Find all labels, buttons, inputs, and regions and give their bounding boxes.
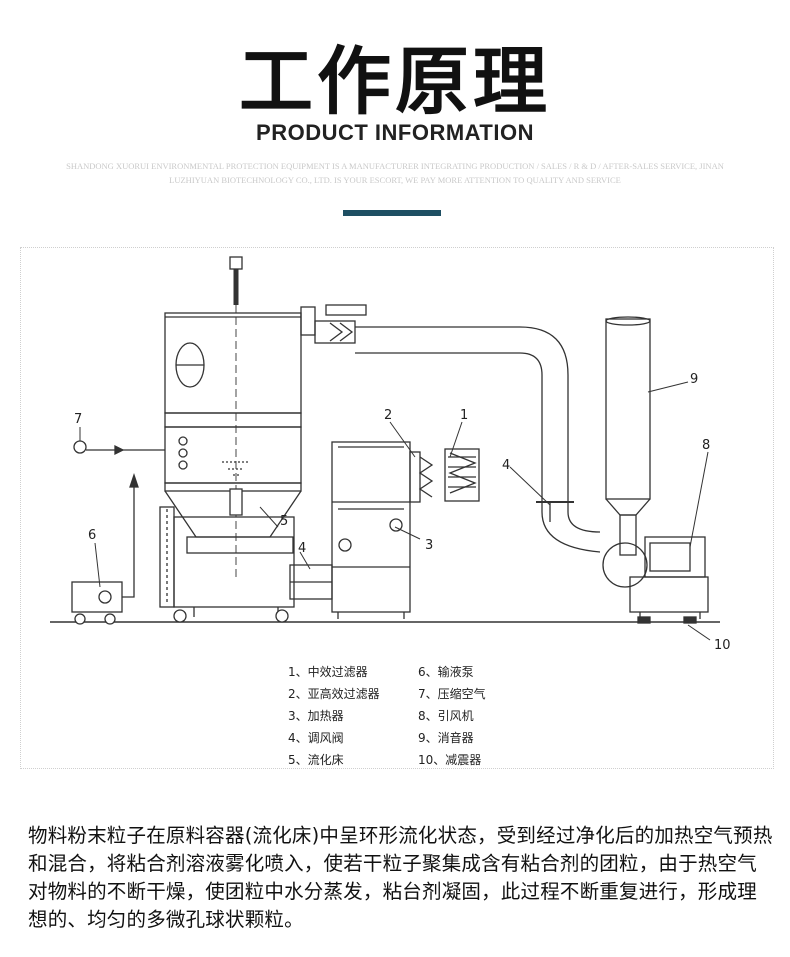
silencer [605,316,651,556]
page-subtitle: PRODUCT INFORMATION [256,120,534,145]
legend-item-10: 10、减震器 [418,753,482,767]
description-paragraph: 物料粉末粒子在原料容器(流化床)中呈环形流化状态，受到经过净化后的加热空气预热和… [28,824,773,931]
legend-item-8: 8、引风机 [418,709,474,723]
granulator-frame [159,506,295,623]
callout-2: 2 [384,408,392,423]
legend-item-9: 9、消音器 [418,731,474,745]
callout-3: 3 [425,538,433,553]
legend-item-2: 2、亚高效过滤器 [288,687,380,701]
accent-bar [343,210,441,216]
callout-7: 7 [74,412,82,427]
company-text-line-1: SHANDONG XUORUI ENVIRONMENTAL PROTECTION… [66,161,724,171]
compressed-air-line [73,440,165,456]
callout-9: 9 [690,372,698,387]
heater-cabinet [331,441,480,619]
legend-item-4: 4、调风阀 [288,731,344,745]
callout-8: 8 [702,438,710,453]
company-text-line-2: LUZHIYUAN BIOTECHNOLOGY CO., LTD. IS YOU… [169,175,621,185]
callout-4-duct: 4 [502,458,510,473]
callout-10: 10 [714,638,731,653]
legend-item-3: 3、加热器 [288,709,344,723]
callout-4-bottom: 4 [298,541,306,556]
damper-duct [536,501,574,522]
callout-5: 5 [280,514,288,529]
callout-1: 1 [460,408,468,423]
page-title: 工作原理 [239,39,551,125]
exhaust-duct [300,304,601,553]
legend-item-1: 1、中效过滤器 [288,665,368,679]
legend-item-5: 5、流化床 [288,753,344,767]
leader-lines [79,381,711,641]
induced-draft-fan [602,536,709,624]
damper-bottom [289,564,333,600]
callout-6: 6 [88,528,96,543]
fluid-bed-granulator-diagram: 1 2 3 4 5 6 7 8 9 10 4 [50,256,731,653]
granulator-tower [164,256,302,577]
legend-item-7: 7、压缩空气 [418,687,486,701]
pump-cart [71,472,139,625]
diagram-frame [20,247,774,769]
legend-item-6: 6、输液泵 [418,665,474,679]
